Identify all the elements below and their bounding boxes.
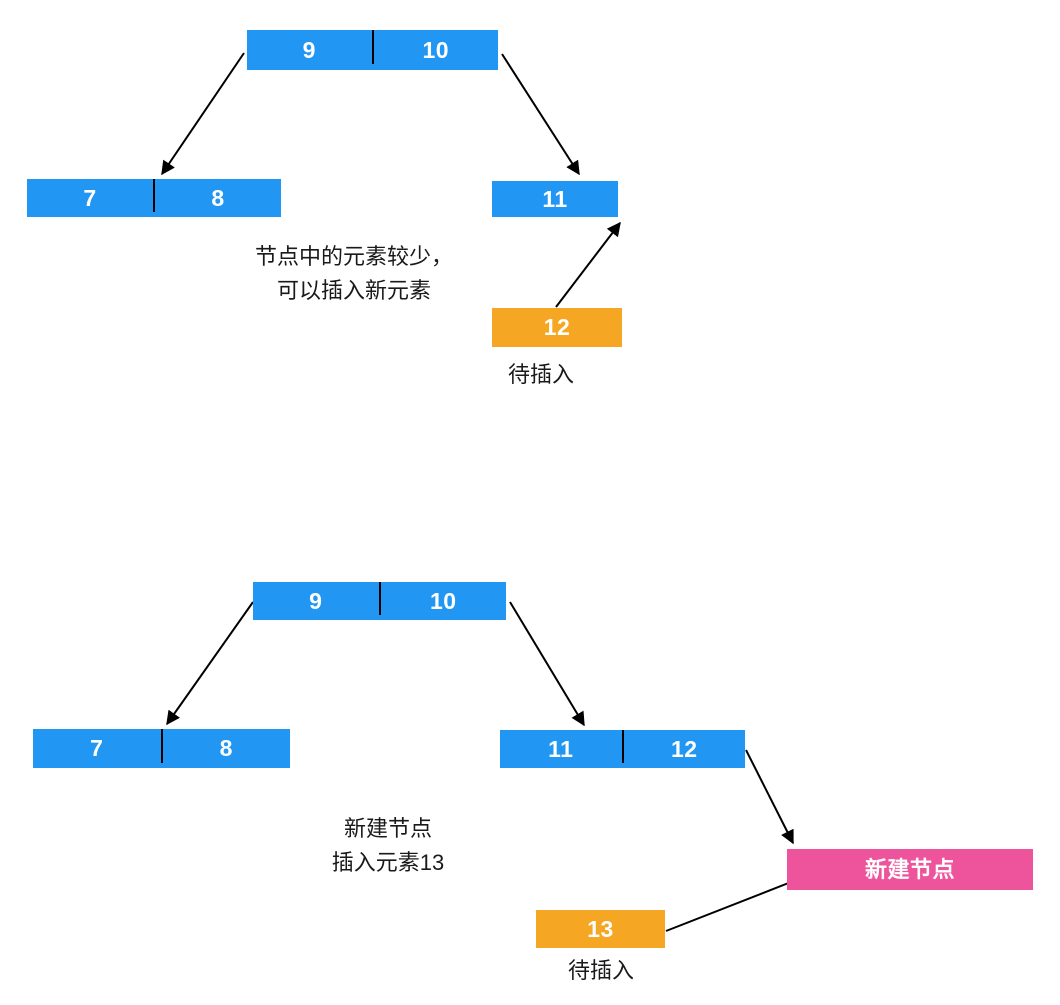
cell-divider — [371, 30, 374, 65]
d1-caption: 节点中的元素较少， 可以插入新元素 — [254, 240, 454, 308]
d1-pending-insert-node: 12 — [492, 308, 622, 347]
node-cell: 8 — [211, 184, 225, 211]
node-cell: 7 — [83, 184, 97, 211]
d2-pending-label: 待插入 — [567, 958, 634, 983]
node-cell: 13 — [587, 915, 614, 942]
node-cell: 8 — [219, 735, 233, 761]
node-cell: 12 — [543, 314, 571, 340]
d2-caption-line2: 插入元素13 — [331, 850, 445, 875]
d1-caption-line2: 可以插入新元素 — [276, 278, 431, 303]
d1-arrow-insert-12-to-leaf — [555, 221, 621, 308]
node-cell: 新建节点 — [864, 856, 955, 882]
d2-left-child-node: 7 8 — [33, 729, 290, 768]
d1-pending-label: 待插入 — [507, 362, 574, 387]
d1-caption-line1: 节点中的元素较少， — [254, 244, 453, 269]
d2-pending-insert-node: 13 — [536, 910, 665, 948]
node-cell: 7 — [90, 735, 104, 761]
node-cell: 9 — [302, 36, 316, 63]
d2-arrow-root-to-left-child — [166, 601, 254, 726]
cell-divider — [153, 179, 155, 212]
d1-right-child-node: 11 — [492, 181, 618, 217]
node-cell: 11 — [542, 185, 568, 212]
d2-root-node: 9 10 — [253, 582, 506, 620]
d2-caption: 新建节点 插入元素13 — [288, 812, 488, 880]
node-cell: 10 — [429, 587, 457, 614]
d1-root-node: 9 10 — [247, 30, 498, 70]
d1-arrow-root-to-left-child — [161, 52, 245, 176]
node-cell: 12 — [670, 735, 698, 762]
d2-new-node: 新建节点 — [787, 849, 1033, 890]
d1-arrow-root-to-right-child — [501, 53, 580, 176]
d2-arrow-root-to-right-child — [509, 601, 585, 727]
node-cell: 9 — [309, 587, 323, 614]
node-cell: 11 — [548, 735, 574, 762]
d2-right-child-node: 11 12 — [500, 730, 745, 768]
cell-divider — [621, 730, 624, 763]
cell-divider — [378, 582, 381, 615]
cell-divider — [160, 729, 163, 763]
d2-arrow-leaf-to-new-node — [745, 749, 794, 845]
d1-left-child-node: 7 8 — [27, 179, 281, 217]
node-cell: 10 — [422, 36, 450, 63]
d2-caption-line1: 新建节点 — [343, 816, 432, 841]
